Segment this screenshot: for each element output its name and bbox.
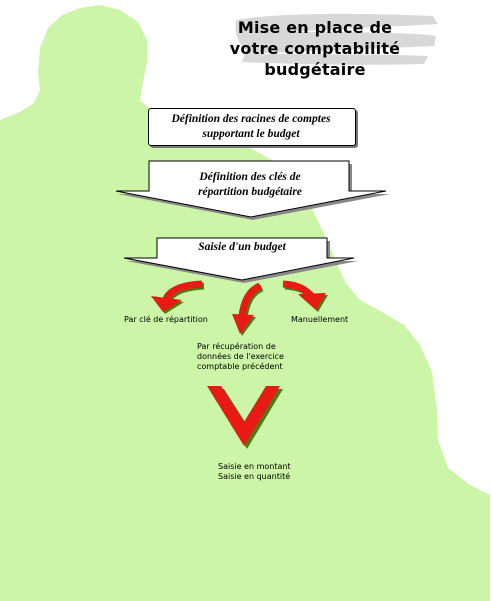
step-label-1: Définition des racines de comptes suppor…: [171, 113, 331, 140]
title-line-1: Mise en place de: [237, 18, 393, 37]
arrow-converge: [207, 386, 283, 449]
method-label-right: Manuellement: [291, 315, 349, 324]
title-brush-stroke: [235, 13, 438, 65]
title-line-2: votre comptabilité budgétaire: [229, 39, 401, 79]
method-label-center: Par récupération de données de l'exercic…: [197, 342, 284, 371]
page-title: Mise en place de votre comptabilité budg…: [180, 17, 450, 80]
arrow-right-method: [282, 280, 328, 312]
result-label: Saisie en montant Saisie en quantité: [218, 462, 291, 481]
arrow-left-method: [151, 280, 205, 314]
step-label-2: Définition des clés de répartition budgé…: [198, 171, 302, 198]
step-arrow-3: [124, 237, 358, 283]
step-label-3: Saisie d'un budget: [198, 241, 286, 253]
step-arrow-2: [116, 160, 390, 220]
arrow-center-method: [232, 282, 264, 336]
step-box-1: [148, 108, 356, 146]
method-label-left: Par clé de répartition: [124, 315, 208, 324]
